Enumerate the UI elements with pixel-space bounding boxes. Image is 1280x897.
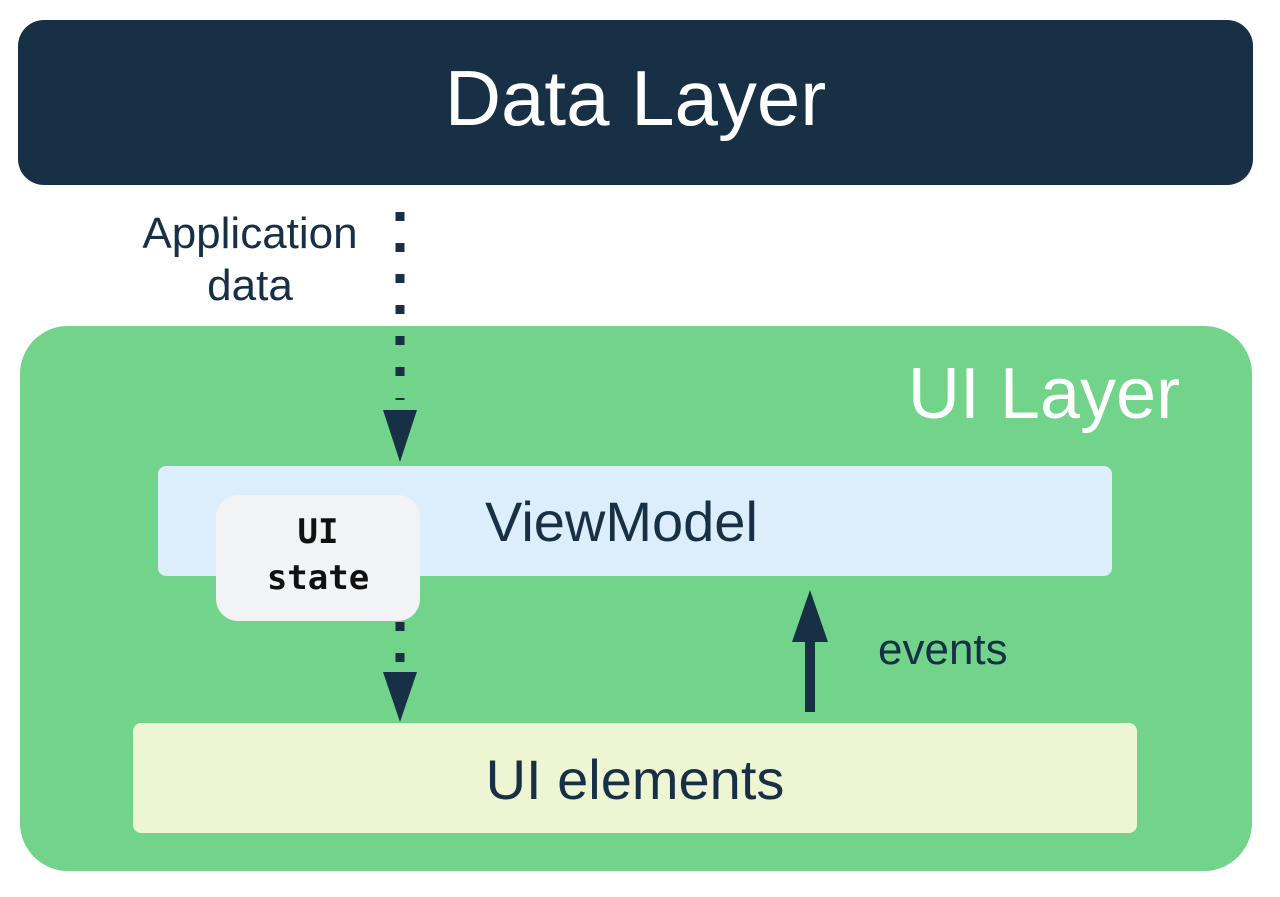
data-layer-box: Data Layer [18,20,1253,185]
data-layer-title: Data Layer [444,53,827,142]
application-data-line2: data [207,261,293,310]
ui-state-chip: UI state [216,495,420,621]
ui-layer-title: UI Layer [907,354,1180,434]
viewmodel-label: ViewModel [485,490,758,553]
events-label: events [878,625,1008,674]
ui-elements-label: UI elements [485,748,785,811]
application-data-label: Application data [110,208,390,312]
ui-state-line2: state [266,558,370,598]
ui-state-line1: UI [297,512,339,552]
ui-state-text: UI state [238,509,398,601]
ui-elements-box [133,723,1137,833]
application-data-line1: Application [142,209,358,258]
